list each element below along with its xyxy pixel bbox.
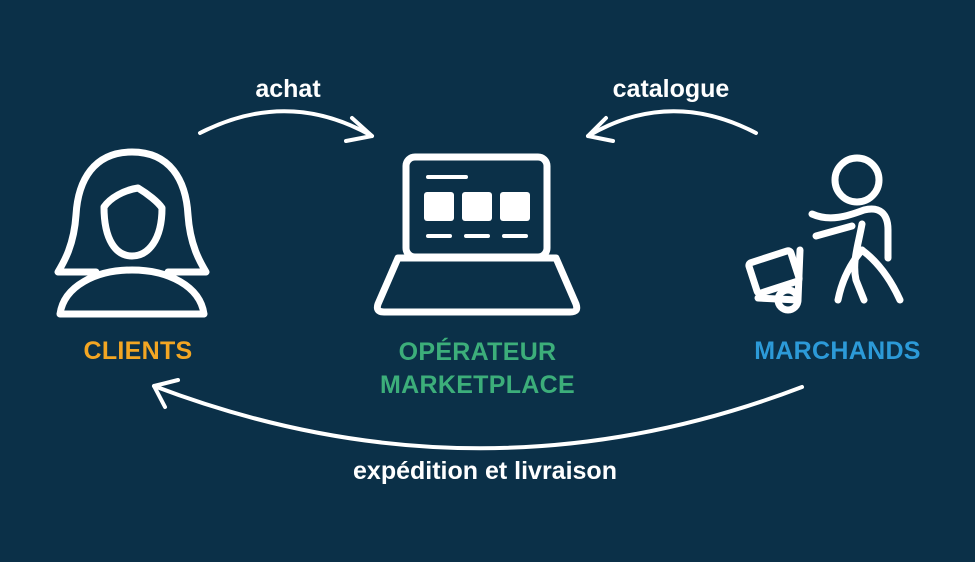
clients-label: CLIENTS: [83, 337, 193, 365]
shipping-arrow: [152, 384, 804, 451]
operator-label-line1: OPÉRATEUR: [398, 338, 557, 366]
purchase-arrowhead: [344, 116, 374, 143]
operator-label-line2: MARKETPLACE: [380, 371, 575, 399]
catalog-arrowhead: [586, 116, 615, 143]
laptop-icon: [373, 153, 581, 316]
operator-label: OPÉRATEUR MARKETPLACE: [355, 336, 600, 402]
purchase-label: achat: [255, 75, 321, 103]
delivery-person-cart-icon: [745, 154, 904, 314]
shipping-arrowhead: [152, 378, 180, 409]
shipping-label: expédition et livraison: [353, 457, 617, 485]
catalog-arrow: [586, 109, 758, 138]
merchants-label: MARCHANDS: [754, 337, 921, 365]
catalog-label: catalogue: [612, 75, 730, 103]
purchase-arrow: [198, 109, 374, 138]
woman-user-icon: [54, 148, 210, 318]
